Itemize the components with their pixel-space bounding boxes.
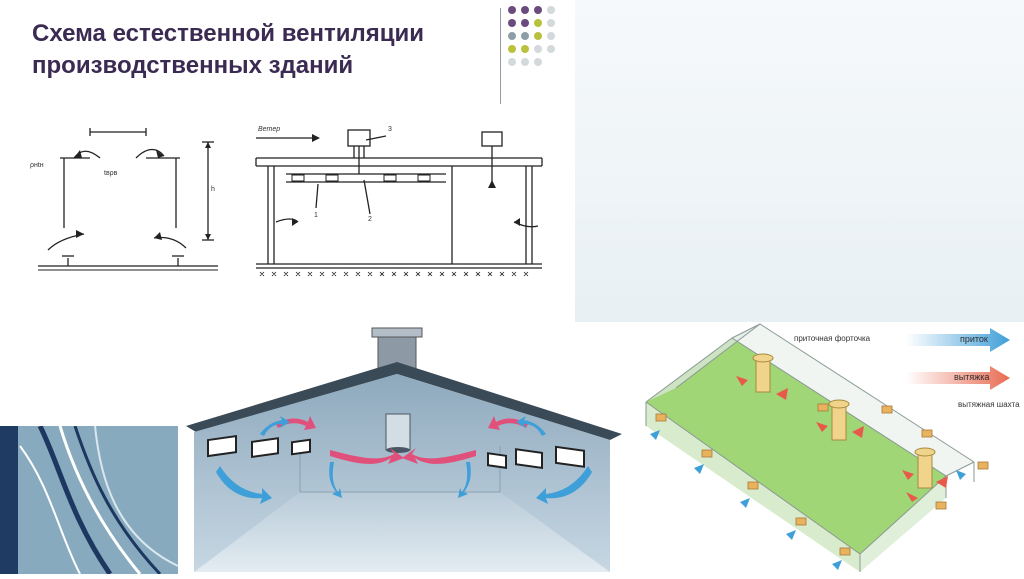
wave-lines-icon — [0, 426, 178, 574]
roof-cutaway-illustration — [180, 322, 630, 574]
aeration-schematic: ρнtн tвρв h — [28, 118, 228, 278]
legend-exhaust-arrow: вытяжка — [906, 366, 1010, 390]
label-outside-density: ρнtн — [30, 162, 44, 169]
callout-2: 2 — [368, 216, 372, 223]
legend-supply-arrow: приток — [906, 328, 1010, 352]
slide-title: Схема естественной вентиляции производст… — [32, 18, 502, 82]
callout-3: 3 — [388, 126, 392, 133]
legend-supply-label: приток — [960, 334, 988, 344]
wind-label: Ветер — [258, 126, 281, 133]
label-inside-density: tвρв — [104, 170, 118, 177]
title-line-2: производственных зданий — [32, 52, 354, 79]
building-schematic: Ветер 1 2 3 — [246, 118, 552, 278]
right-background-panel — [575, 0, 1024, 322]
label-supply-vent: приточная форточка — [794, 334, 871, 343]
legend-exhaust-label: вытяжка — [954, 372, 990, 382]
title-divider — [500, 8, 501, 104]
decorative-corner — [0, 426, 178, 574]
callout-1: 1 — [314, 212, 318, 219]
title-line-1: Схема естественной вентиляции — [32, 20, 424, 47]
decorative-dot-grid — [508, 6, 568, 86]
label-height: h — [211, 186, 215, 193]
label-exhaust-shaft: вытяжная шахта — [958, 400, 1020, 409]
greenhouse-ventilation-diagram: приточная форточка вытяжная шахта приток — [636, 322, 1024, 574]
